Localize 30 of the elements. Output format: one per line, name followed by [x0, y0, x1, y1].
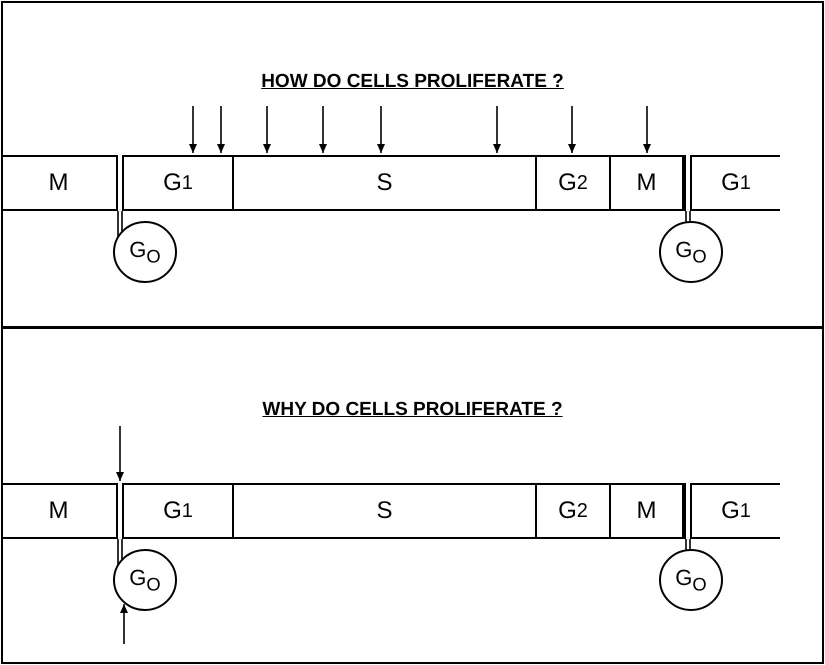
arrow — [217, 106, 225, 153]
arrow — [263, 106, 271, 153]
arrow — [643, 106, 651, 153]
panel-frame — [1, 1, 824, 328]
arrow — [189, 106, 197, 153]
stalk-line — [685, 210, 691, 224]
phase-label: G$_{O}$ — [129, 564, 161, 596]
stalk-line — [685, 538, 691, 552]
phase-segment: M — [1, 483, 118, 539]
arrow — [120, 604, 128, 644]
phase-segment: S — [234, 483, 537, 539]
phase-label: G$_{O}$ — [675, 236, 707, 268]
panel-frame — [1, 327, 824, 664]
stalk-line — [117, 538, 123, 566]
stalk-line — [117, 210, 123, 238]
phase-segment: M — [611, 155, 684, 211]
panel-heading: WHY DO CELLS PROLIFERATE ? — [262, 399, 563, 420]
panel-heading: HOW DO CELLS PROLIFERATE ? — [261, 71, 564, 92]
double-divider — [684, 483, 692, 539]
phase-segment: M — [1, 155, 118, 211]
phase-label: G$_{O}$ — [129, 236, 161, 268]
arrow — [568, 106, 576, 153]
phase-segment: S — [234, 155, 537, 211]
arrow — [493, 106, 501, 153]
phase-segment: M — [611, 483, 684, 539]
arrow — [319, 106, 327, 153]
arrow — [377, 106, 385, 153]
phase-label: G$_{O}$ — [675, 564, 707, 596]
double-divider — [684, 155, 692, 211]
arrow — [116, 426, 124, 481]
